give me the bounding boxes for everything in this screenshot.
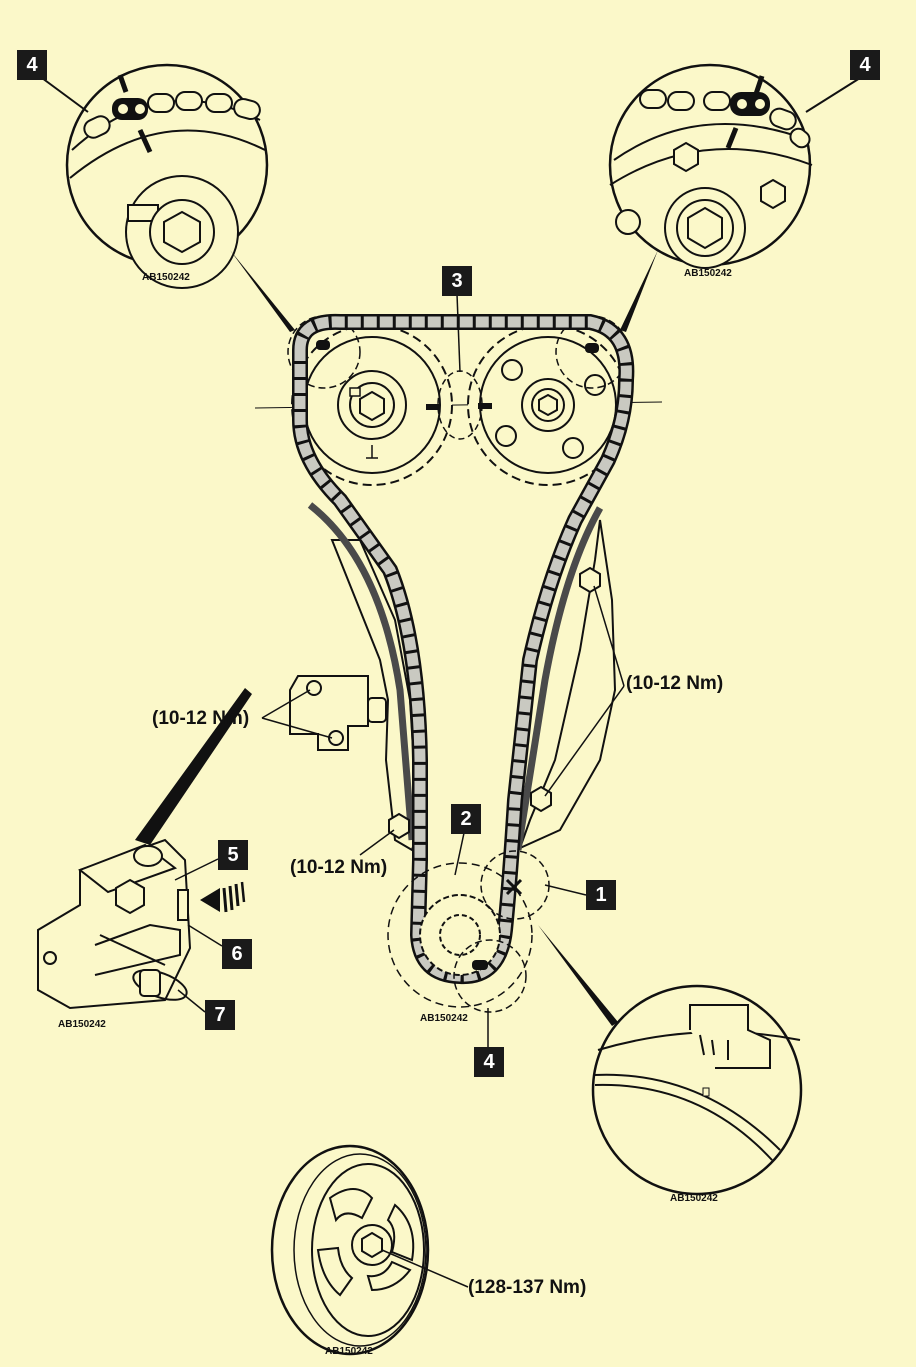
crankshaft-sprocket: [387, 850, 550, 1013]
torque-right-guide-bolts: (10-12 Nm): [626, 673, 724, 694]
callout-top-left-4: 4: [17, 50, 47, 80]
leader-3: [456, 293, 461, 373]
callout-1: 1: [586, 880, 616, 910]
ref-code-crank-mark: AB150242: [670, 1193, 718, 1204]
detail-intake-cam-mark: [65, 63, 295, 332]
left-guide-rail: [307, 502, 416, 841]
leader-torque-right-a: [593, 585, 625, 687]
callout-top-right-4: 4: [850, 50, 880, 80]
callout-2: 2: [451, 804, 481, 834]
ref-code-tensioner: AB150242: [58, 1019, 106, 1030]
leader-torque-pulley: [381, 1249, 469, 1288]
guide-bolt-upper-right: [579, 566, 601, 594]
push-arrow-icon: [200, 881, 246, 913]
callout-crank-4: 4: [474, 1047, 504, 1077]
callout-6: 6: [222, 939, 252, 969]
leader-5: [174, 858, 219, 881]
leader-torque-left: [359, 829, 395, 856]
timing-mark-icon: [316, 340, 330, 350]
detail-exhaust-cam-mark: [608, 63, 813, 332]
right-guide-rail: [514, 506, 604, 851]
callout-7: 7: [205, 1000, 235, 1030]
detail-tensioner: [37, 688, 252, 1010]
exhaust-cam-sprocket: [467, 324, 629, 486]
leader-torque-tensioner-a: [261, 689, 311, 719]
guide-bolt-left: [388, 812, 410, 840]
guide-bolt-lower-right: [530, 785, 552, 813]
leader-torque-right-b: [544, 685, 625, 797]
callout-3: 3: [442, 266, 472, 296]
tensioner-installed: [289, 675, 387, 751]
timing-mark-icon: [585, 343, 599, 353]
intake-cam-sprocket: [291, 324, 453, 486]
ref-code-top-right: AB150242: [684, 268, 732, 279]
detail-crank-mark: [538, 925, 803, 1196]
leader-top-left-4: [41, 77, 89, 113]
crankshaft-pulley: [270, 1144, 430, 1356]
callout-5: 5: [218, 840, 248, 870]
ref-code-crank-gear: AB150242: [420, 1013, 468, 1024]
leader-torque-tensioner-b: [261, 717, 333, 739]
torque-crank-pulley-bolt: (128-137 Nm): [468, 1277, 587, 1298]
leader-top-right-4: [805, 77, 861, 113]
leader-6: [187, 924, 223, 947]
torque-tensioner-bolts: (10-12 Nm): [152, 708, 250, 729]
ref-code-top-left: AB150242: [142, 272, 190, 283]
leader-2: [454, 832, 465, 876]
leader-1: [544, 884, 587, 896]
ref-code-pulley: AB150242: [325, 1346, 373, 1357]
timing-mark-icon: [472, 960, 488, 970]
torque-left-guide-bolt: (10-12 Nm): [290, 857, 388, 878]
leader-7: [177, 989, 206, 1013]
